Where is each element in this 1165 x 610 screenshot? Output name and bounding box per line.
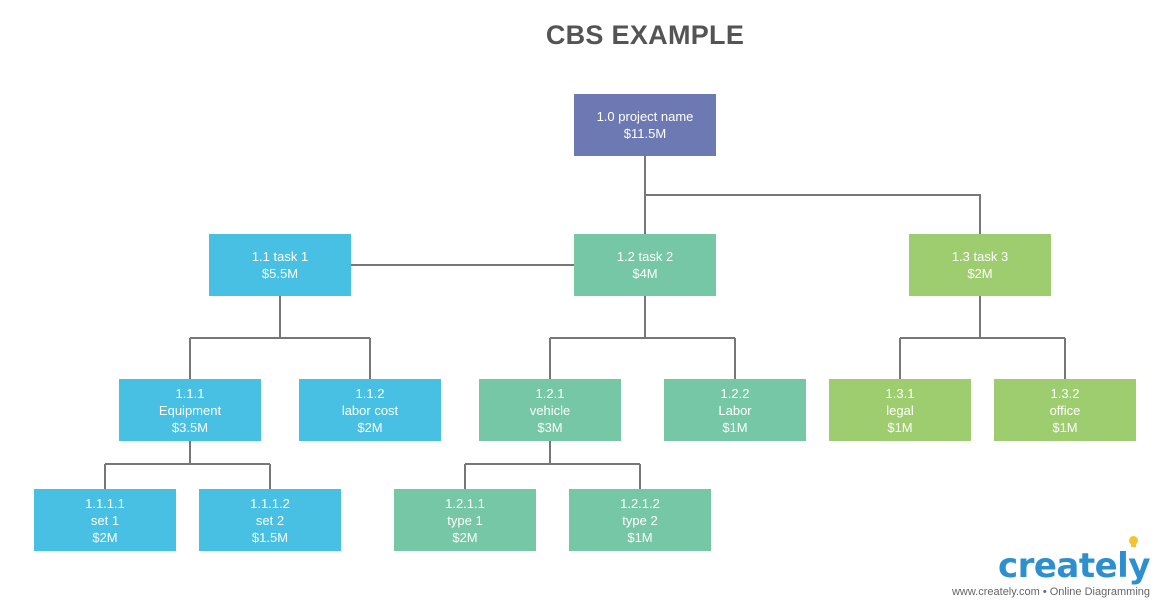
node-value: $2M: [967, 266, 993, 281]
node-value: $5.5M: [261, 266, 299, 281]
node-code: 1.1.2: [355, 385, 385, 401]
creately-logo: creately: [952, 536, 1151, 586]
diagram-title: CBS EXAMPLE: [545, 20, 745, 50]
node-code: 1.2.1.1: [445, 495, 485, 511]
logo-text: creately: [997, 546, 1151, 586]
node-task-3[interactable]: 1.3 task 3 $2M: [909, 234, 1051, 296]
node-value: $1.5M: [251, 529, 289, 545]
node-value: $1M: [1052, 419, 1078, 435]
node-value: $1M: [627, 529, 653, 545]
node-value: $1M: [722, 419, 748, 435]
edge-equipment-children: [104, 441, 271, 489]
node-set-2[interactable]: 1.1.1.2 set 2 $1.5M: [199, 489, 341, 551]
node-value: $2M: [452, 529, 478, 545]
creately-branding: creately www.creately.com • Online Diagr…: [951, 536, 1151, 598]
node-value: $3M: [537, 419, 563, 435]
edge-vehicle-children: [464, 441, 641, 489]
node-labor-cost[interactable]: 1.1.2 labor cost $2M: [299, 379, 441, 441]
node-code: 1.1.1.2: [250, 495, 290, 511]
node-code: 1.3.1: [885, 385, 915, 401]
node-code: 1.1.1.1: [85, 495, 125, 511]
edge-task3-children: [899, 296, 1066, 379]
edge-task1-children: [189, 296, 371, 379]
node-label: 1.0 project name: [596, 109, 694, 124]
node-task-2[interactable]: 1.2 task 2 $4M: [574, 234, 716, 296]
node-vehicle[interactable]: 1.2.1 vehicle $3M: [479, 379, 621, 441]
node-name: legal: [886, 402, 914, 418]
node-name: set 1: [90, 512, 120, 528]
branding-tagline: www.creately.com • Online Diagramming: [951, 586, 1150, 598]
node-label: 1.1 task 1: [251, 249, 309, 264]
node-name: office: [1049, 402, 1081, 418]
node-type-2[interactable]: 1.2.1.2 type 2 $1M: [569, 489, 711, 551]
node-value: $4M: [632, 266, 658, 281]
node-set-1[interactable]: 1.1.1.1 set 1 $2M: [34, 489, 176, 551]
node-project[interactable]: 1.0 project name $11.5M: [574, 94, 716, 156]
node-office[interactable]: 1.3.2 office $1M: [994, 379, 1136, 441]
node-value: $1M: [887, 419, 913, 435]
edge-root-task3: [645, 194, 981, 234]
node-name: Labor: [718, 402, 752, 418]
node-value: $11.5M: [623, 126, 667, 141]
node-task-1[interactable]: 1.1 task 1 $5.5M: [209, 234, 351, 296]
node-code: 1.2.2: [720, 385, 750, 401]
node-value: $2M: [357, 419, 383, 435]
node-labor[interactable]: 1.2.2 Labor $1M: [664, 379, 806, 441]
node-name: vehicle: [529, 402, 571, 418]
node-code: 1.3.2: [1050, 385, 1080, 401]
node-legal[interactable]: 1.3.1 legal $1M: [829, 379, 971, 441]
node-value: $2M: [92, 529, 118, 545]
node-equipment[interactable]: 1.1.1 Equipment $3.5M: [119, 379, 261, 441]
node-name: type 2: [622, 512, 658, 528]
node-name: type 1: [447, 512, 483, 528]
node-label: 1.3 task 3: [951, 249, 1009, 264]
node-code: 1.2.1.2: [620, 495, 660, 511]
node-name: labor cost: [341, 402, 399, 418]
node-name: set 2: [255, 512, 285, 528]
node-label: 1.2 task 2: [616, 249, 674, 264]
node-type-1[interactable]: 1.2.1.1 type 1 $2M: [394, 489, 536, 551]
node-name: Equipment: [158, 402, 222, 418]
node-code: 1.2.1: [535, 385, 565, 401]
edge-task2-children: [549, 296, 736, 379]
node-value: $3.5M: [171, 419, 209, 435]
lightbulb-icon: [1129, 536, 1138, 547]
node-code: 1.1.1: [175, 385, 205, 401]
